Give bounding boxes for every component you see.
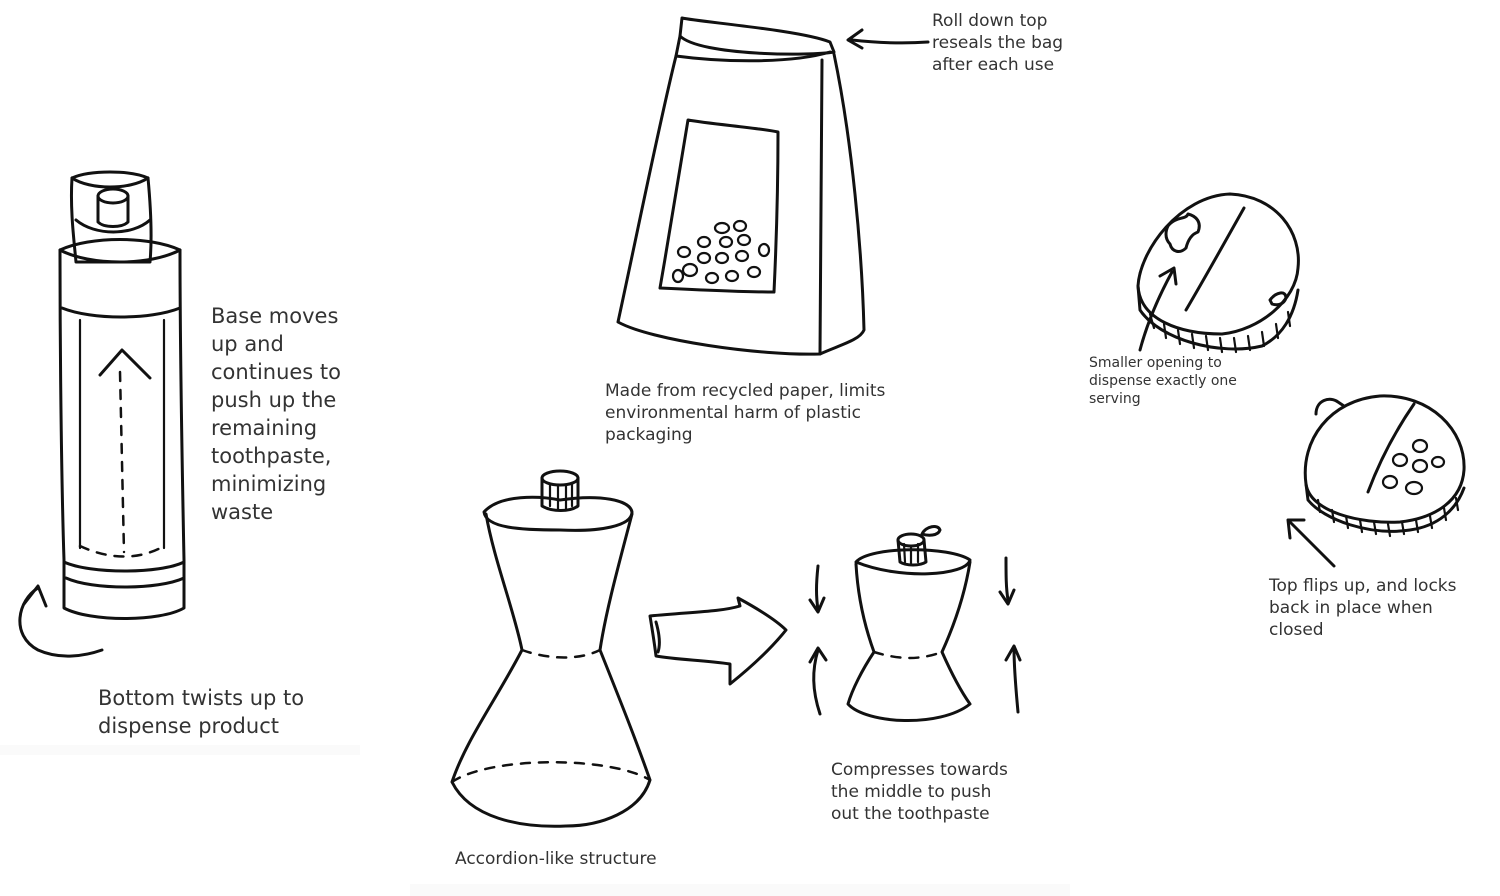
base-moves-caption: Base moves up and continues to push up t… [211,304,342,524]
twist-up-dispenser-sketch [18,170,186,658]
smaller-opening-caption: Smaller opening to dispense exactly one … [1089,355,1237,407]
recycled-paper-caption: Made from recycled paper, limits environ… [605,381,886,445]
shaker-cap-closed-sketch [1136,192,1300,354]
top-flips-caption: Top flips up, and locks back in place wh… [1269,576,1457,640]
right-arrow-sketch [648,596,788,686]
accordion-bottle-sketch [450,469,652,828]
shaker-cap-open-sketch [1286,394,1466,568]
compressed-bottle-sketch [808,525,1022,722]
accordion-caption: Accordion-like structure [455,849,657,869]
paper-bag-sketch [616,16,930,356]
bottom-twists-caption: Bottom twists up to dispense product [98,686,305,738]
compresses-caption: Compresses towards the middle to push ou… [831,760,1008,824]
bottom-panel-shade [410,884,1070,896]
left-panel-shade [0,745,360,755]
roll-down-caption: Roll down top reseals the bag after each… [932,11,1064,75]
